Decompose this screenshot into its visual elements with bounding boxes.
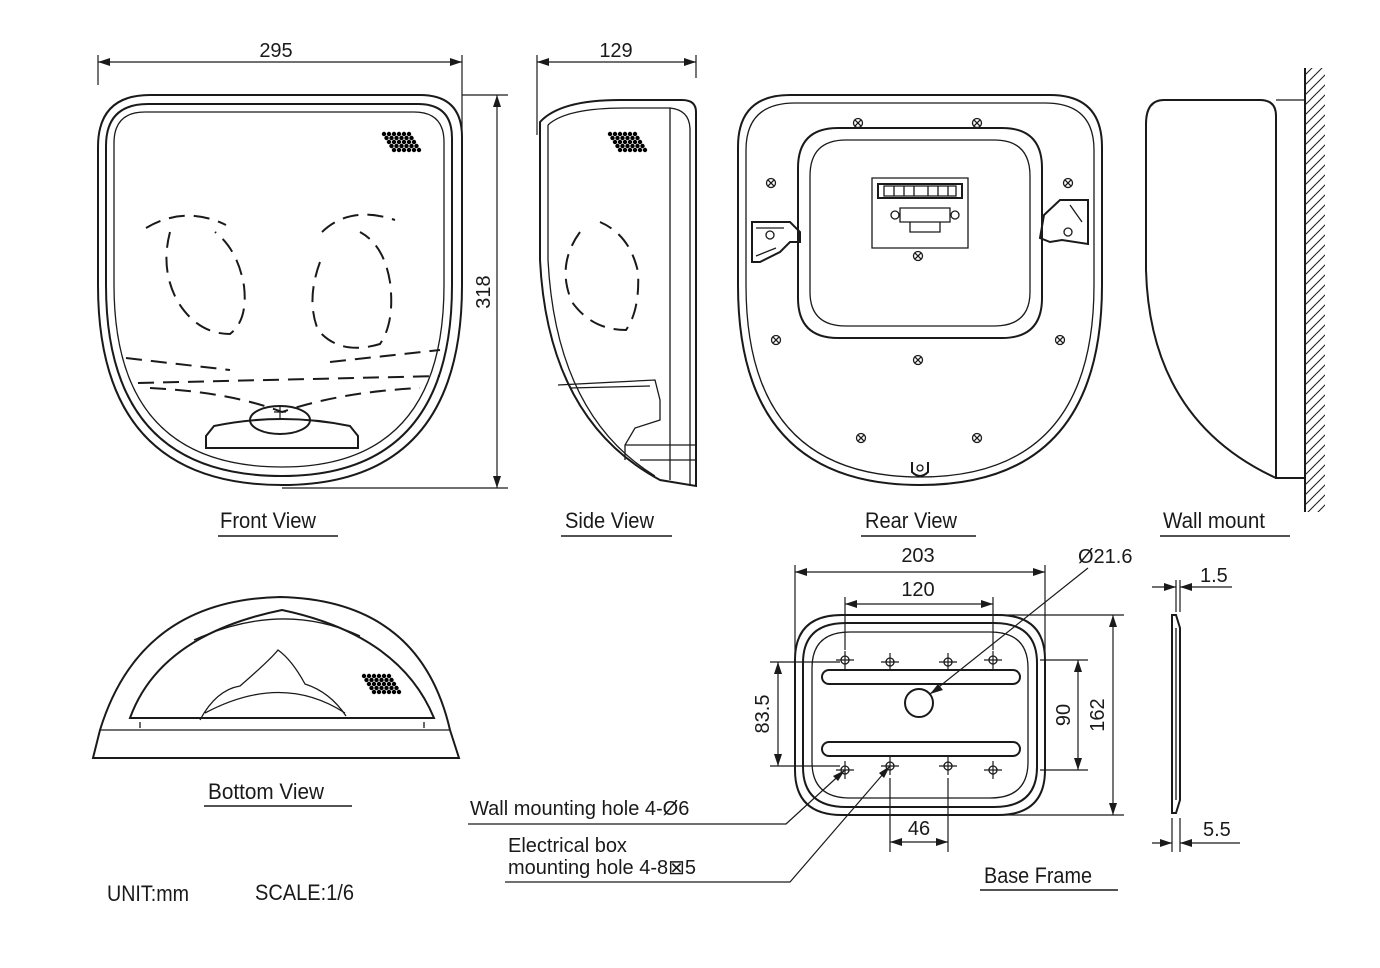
base-height-dimension: 162 (1087, 698, 1109, 731)
wall-mounting-hole-note: Wall mounting hole 4-Ø6 (470, 798, 689, 820)
front-view-label: Front View (220, 508, 316, 533)
front-view (97, 94, 463, 487)
base-bottom-pitch-dimension: 46 (908, 818, 930, 840)
base-width-dimension: 203 (901, 545, 934, 567)
bottom-view (91, 595, 461, 759)
front-height-dimension: 318 (473, 275, 495, 308)
speaker-grille-icon (361, 673, 402, 695)
wall-mount-label: Wall mount (1163, 508, 1265, 533)
electrical-box-note-line1: Electrical box (508, 835, 627, 857)
base-frame-view (794, 614, 1046, 816)
scale-note: SCALE:1/6 (255, 880, 354, 905)
wall-mount-view (1145, 68, 1325, 512)
base-frame-dimensions (468, 565, 1240, 883)
electrical-box-note-line2: mounting hole 4-8⊠5 (508, 857, 696, 879)
base-inner-height-dimension: 90 (1053, 704, 1075, 726)
front-width-dimension: 295 (259, 40, 292, 62)
speaker-grille-icon (381, 131, 422, 153)
front-dimensions (97, 55, 508, 489)
side-depth-dimension: 129 (599, 40, 632, 62)
unit-note: UNIT:mm (107, 881, 189, 906)
rear-view (737, 94, 1103, 487)
base-left-pitch-dimension: 83.5 (752, 695, 774, 734)
base-frame-profile (1171, 614, 1181, 814)
side-view (539, 99, 697, 488)
side-view-label: Side View (565, 508, 654, 533)
base-thickness-top-dimension: 1.5 (1200, 565, 1228, 587)
bottom-view-label: Bottom View (208, 779, 324, 804)
base-hole-diameter-dimension: Ø21.6 (1078, 546, 1132, 568)
speaker-grille-icon (607, 131, 648, 153)
side-dimensions (536, 55, 697, 135)
rear-view-label: Rear View (865, 508, 957, 533)
base-inner-width-dimension: 120 (901, 579, 934, 601)
base-frame-label: Base Frame (984, 863, 1092, 888)
base-thickness-bottom-dimension: 5.5 (1203, 819, 1231, 841)
